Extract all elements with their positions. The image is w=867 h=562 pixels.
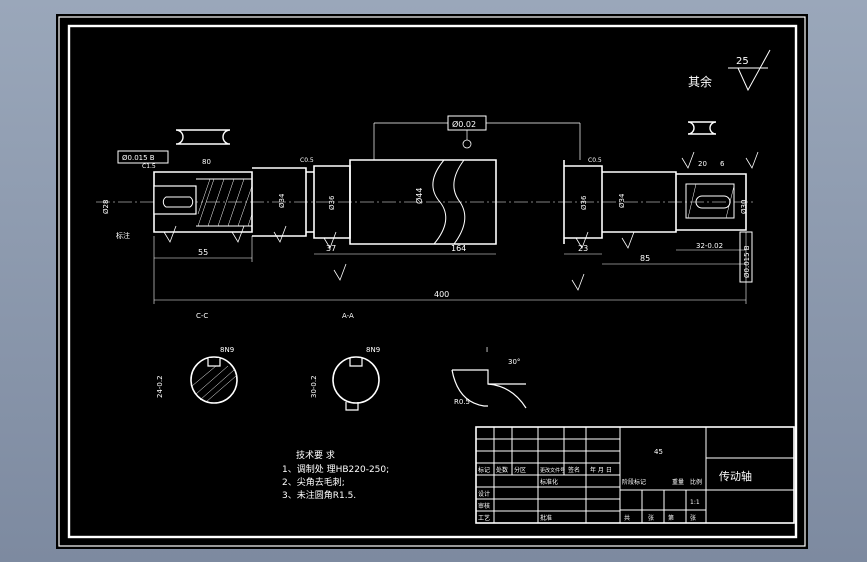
svg-text:Ø0.015 B: Ø0.015 B [743,245,751,278]
dim-164: 164 [451,244,466,253]
roughness-note-label: 其余 [688,74,712,89]
svg-text:30°: 30° [508,358,520,366]
roughness-markers [163,151,759,291]
dim-d36b: Ø36 [580,195,588,210]
tb-sub-1: 批准 [540,514,552,522]
right-keyway [685,183,735,219]
tb-row-1: 设计 [478,490,490,498]
tech-line-3: 3、未注圆角R1.5. [282,489,356,501]
dim-85: 85 [640,254,650,263]
tb-col-2: 更改文件号 [540,467,565,474]
cell-weight: 重量 [672,478,684,486]
dim-32: 32-0.02 [696,242,723,250]
chamfer-mid-right: C0.5 [588,157,602,164]
tb-col-4: 年 月 日 [590,466,612,474]
dim-20: 20 [698,160,707,168]
tb-row-2: 审核 [478,502,490,510]
tb-row-3: 工艺 [478,514,490,522]
roughness-symbol-icon [728,49,771,92]
tb-row-0: 标记 [478,466,490,474]
cell-material: 45 [654,448,663,456]
break-line-right [453,159,466,245]
cell-stage: 阶段标记 [622,478,646,486]
section-aa-label: A-A [342,312,354,320]
technical-requirements: 技术要 求 1、调制处 理HB220-250; 2、尖角去毛刺; 3、未注圆角R… [282,449,389,501]
tech-title: 技术要 求 [296,449,335,461]
cell-sheet-c: 第 [668,514,674,522]
drawing-sheet: 其余 25 [56,14,808,549]
svg-text:I: I [486,346,488,354]
dim-6: 6 [720,160,725,168]
left-note: 标注 [116,231,130,240]
dim-d44: Ø44 [414,188,424,204]
part-title: 传动轴 [719,469,752,483]
svg-text:Ø0.02: Ø0.02 [452,119,476,129]
title-block [475,426,795,524]
engineering-drawing: 其余 25 [58,16,806,547]
svg-text:8N9: 8N9 [220,346,234,354]
cell-scale: 1:1 [690,499,700,506]
cell-sheet-d: 张 [690,514,696,522]
svg-text:8N9: 8N9 [366,346,380,354]
dim-d34a: Ø34 [278,193,286,208]
svg-text:R0.5: R0.5 [454,398,470,406]
section-cc-label: C-C [196,312,208,320]
cell-sheet-b: 张 [648,514,654,522]
keyway-slot-left [175,129,231,145]
dim-d36a: Ø36 [328,195,336,210]
dim-400: 400 [434,290,449,299]
inner-frame [67,24,798,539]
svg-text:30-0.2: 30-0.2 [310,375,318,398]
tb-col-1: 分区 [514,466,526,474]
dim-80: 80 [202,158,211,166]
section-aa: A-A 8N9 30-0.2 [310,312,380,411]
chamfer-left: C1.5 [142,163,156,170]
outer-border [58,16,806,547]
dim-d30: Ø30 [740,200,748,214]
svg-text:24-0.2: 24-0.2 [156,375,164,398]
cell-scale-label: 比例 [690,478,702,486]
left-keyway [153,178,253,227]
section-cc: C-C 8N9 24-0.2 [156,312,238,404]
tb-sub-0: 标准化 [540,478,558,486]
tech-line-1: 1、调制处 理HB220-250; [282,463,389,475]
dim-23: 23 [578,244,588,253]
shaft-outline [153,159,747,245]
svg-text:Ø0.015 B: Ø0.015 B [122,154,155,162]
dimension-lines [153,232,747,304]
dim-37: 37 [326,244,336,253]
runout-tolerance-frame: Ø0.02 [373,115,581,160]
keyway-slot-right [687,121,717,135]
tb-col-0: 处数 [496,466,508,474]
tb-col-3: 签名 [568,466,580,474]
left-tolerance-frame: Ø0.015 B [117,150,169,164]
roughness-value-label: 25 [736,56,749,67]
cell-sheet-a: 共 [624,514,630,522]
chamfer-mid-left: C0.5 [300,157,314,164]
dim-d34b: Ø34 [618,193,626,208]
dim-55: 55 [198,248,208,257]
dim-d28: Ø28 [102,200,110,214]
break-line-left [432,159,447,245]
tech-line-2: 2、尖角去毛刺; [282,476,345,488]
detail-view: I 30° R0.5 [451,346,527,409]
